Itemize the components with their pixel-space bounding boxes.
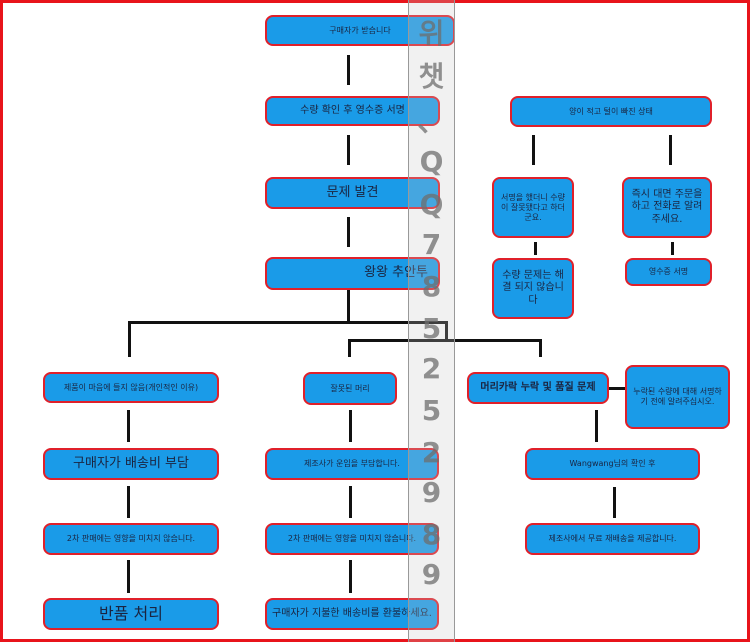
node-mid-3: 2차 판매에는 영향을 미치지 않습니다. [265,523,439,555]
connector [347,55,350,85]
connector [349,410,352,442]
connector [539,339,542,357]
watermark-char: 7 [421,228,442,261]
node-tr-left-a: 서명을 했더니 수량이 잘못됐다고 하더군요. [492,177,574,238]
watermark-char: Q [419,145,444,178]
node-left-1: 제품이 마음에 들지 않음(개인적인 이유) [43,372,219,403]
watermark-char: 9 [421,558,442,591]
connector [127,560,130,593]
connector [127,410,130,442]
node-tr-left-b: 수량 문제는 해결 되지 않습니다 [492,258,574,319]
connector [595,410,598,442]
node-received: 구매자가 받습니다 [265,15,455,46]
connector [347,217,350,247]
connector [671,242,674,255]
connector [127,486,130,518]
connector [128,321,131,357]
watermark-char: 5 [421,312,442,345]
connector [669,135,672,165]
node-left-3: 2차 판매에는 영향을 미치지 않습니다. [43,523,219,555]
watermark-char: 2 [421,352,442,385]
branch-line [128,321,448,324]
node-left-2: 구매자가 배송비 부담 [43,448,219,480]
node-found: 문제 발견 [265,177,440,209]
watermark-char: 8 [421,270,442,303]
node-left-4: 반품 처리 [43,598,219,630]
connector [445,321,448,341]
node-right-step2: 제조사에서 무료 재배송을 제공합니다. [525,523,700,555]
node-mid-1: 잘못된 머리 [303,372,397,405]
watermark-char: 9 [421,476,442,509]
connector [613,487,616,518]
node-wangwang: 왕왕 추안투 [265,257,440,290]
node-right-step1: Wangwang님의 확인 후 [525,448,700,480]
node-tr-root: 양이 적고 털이 빠진 상태 [510,96,712,127]
node-mid-2: 제조사가 운임을 부담합니다. [265,448,439,480]
watermark-char: 챗 [418,60,445,93]
connector [534,242,537,255]
node-right-side: 누락된 수량에 대해 서명하기 전에 알려주십시오. [625,365,730,429]
connector [349,486,352,518]
connector [349,560,352,593]
connector [609,387,625,390]
connector [347,290,350,323]
connector [348,339,351,357]
connector [532,135,535,165]
watermark-strip: 위 챗 、 Q Q 7 8 5 2 5 2 9 8 9 [408,0,455,642]
branch-line [348,339,542,342]
node-tr-right-b: 영수증 서명 [625,258,712,286]
watermark-char: 8 [421,518,442,551]
node-tr-right-a: 즉시 대면 주문을 하고 전화로 알려주세요. [622,177,712,238]
node-mid-4: 구매자가 지불한 배송비를 환불하세요. [265,598,439,630]
watermark-char: 5 [421,394,442,427]
node-right-root: 머리카락 누락 및 품질 문제 [467,372,609,404]
node-sign: 수량 확인 후 영수증 서명 [265,96,440,126]
watermark-char: 2 [421,436,442,469]
watermark-char: 、 [417,105,446,138]
watermark-char: 위 [418,17,445,50]
connector [347,135,350,165]
watermark-char: Q [419,188,444,221]
